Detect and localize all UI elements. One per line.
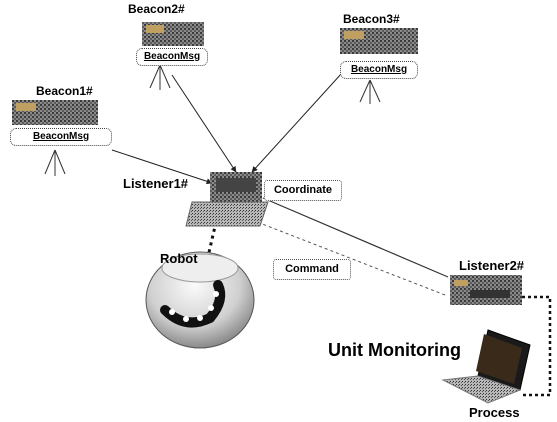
robot-label: Robot [160,251,198,266]
beacon-to-listener-arrows [111,61,353,185]
beacon2-arrow [171,74,237,173]
beacon1-msg-box: BeaconMsg [10,128,112,146]
listener2-to-listener1-link [262,197,449,278]
process-laptop [441,329,531,404]
listener2-process-link [522,295,552,397]
beacon2-device [142,22,204,90]
beacon1-msg-text: BeaconMsg [32,131,90,142]
listener2-label: Listener2# [459,258,525,273]
beacon3-msg-text: BeaconMsg [350,64,408,75]
command-tag: Command [273,259,351,280]
process-label: Process [469,405,520,420]
command-arrow [251,219,446,296]
listener2-device [450,275,522,305]
beacon1-device [12,100,98,176]
beacon2-msg-box: BeaconMsg [136,48,208,66]
robot-device [145,251,255,349]
beacon3-label: Beacon3# [343,12,400,26]
beacon1-label: Beacon1# [36,84,93,98]
unit-monitoring-label: Unit Monitoring [328,340,461,360]
listener1-device [185,172,269,227]
beacon3-msg-box: BeaconMsg [340,61,418,79]
beacon2-msg-text: BeaconMsg [143,51,201,62]
coordinate-tag: Coordinate [264,180,342,201]
beacon2-label: Beacon2# [128,2,185,16]
beacon3-arrow [251,61,353,173]
beacon1-arrow [111,149,213,185]
listener1-label: Listener1# [123,176,189,191]
beacon3-device [340,28,418,104]
